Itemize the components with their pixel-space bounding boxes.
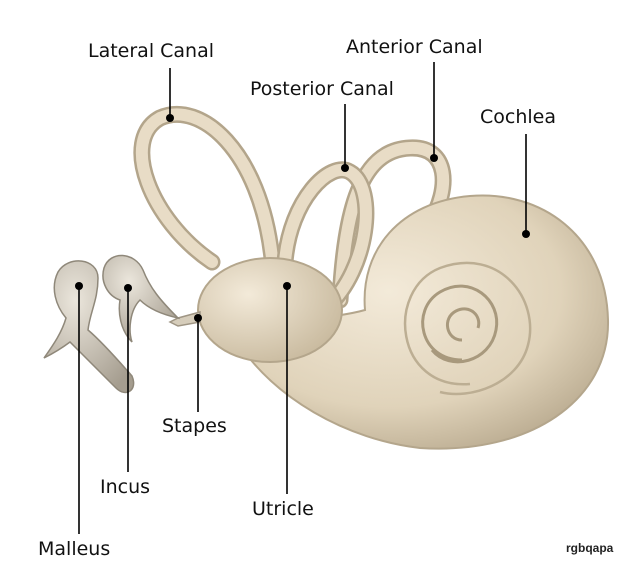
label-lateral-canal: Lateral Canal: [88, 40, 215, 62]
label-anterior-canal: Anterior Canal: [346, 36, 483, 58]
dot-cochlea: [522, 230, 530, 238]
dot-incus: [124, 284, 132, 292]
leader-lines: [78, 62, 527, 534]
label-posterior-canal: Posterior Canal: [250, 78, 394, 100]
dot-utricle: [283, 282, 291, 290]
dot-lateral-canal: [166, 114, 174, 122]
label-malleus: Malleus: [38, 538, 111, 560]
malleus-shape: [43, 260, 135, 394]
dot-stapes: [194, 314, 202, 322]
cochlea-shape: [228, 194, 610, 450]
dot-posterior-canal: [341, 164, 349, 172]
watermark: rgbqapa: [566, 541, 614, 555]
label-stapes: Stapes: [162, 415, 227, 437]
utricle-shape: [197, 257, 343, 363]
cochlea-spiral: [421, 284, 499, 364]
dot-anterior-canal: [430, 154, 438, 162]
label-cochlea: Cochlea: [480, 106, 556, 128]
incus-shape: [102, 254, 181, 343]
label-utricle: Utricle: [252, 498, 314, 520]
leader-dots: [75, 114, 530, 322]
dot-malleus: [75, 282, 83, 290]
label-incus: Incus: [100, 476, 151, 498]
